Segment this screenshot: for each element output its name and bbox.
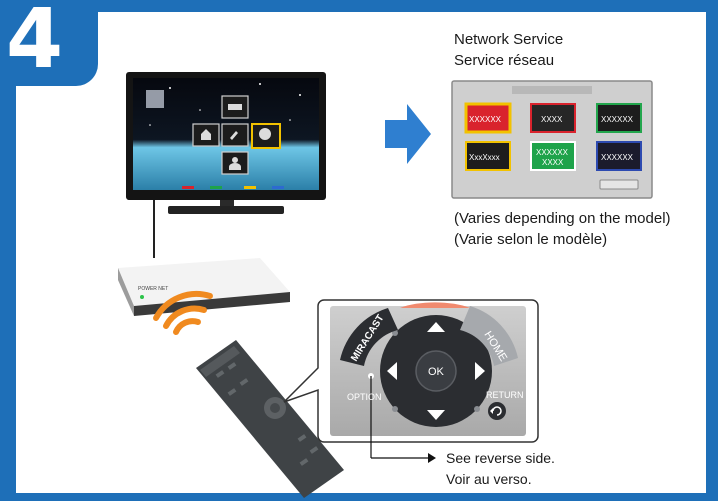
service-tile-5: XXXXXX xyxy=(536,148,569,157)
left-border xyxy=(0,0,16,501)
pointer-arrow-icon xyxy=(428,453,436,463)
service-title-en: Network Service xyxy=(454,31,564,48)
ok-button xyxy=(415,350,457,392)
device-label: POWER NET xyxy=(138,286,168,292)
reverse-note-en: See reverse side. xyxy=(446,450,555,466)
service-tile-4: XxxXxxx xyxy=(469,153,500,162)
service-title-fr: Service réseau xyxy=(454,52,555,69)
home-button xyxy=(460,306,518,366)
network-device xyxy=(118,258,290,316)
reverse-note-fr: Voir au verso. xyxy=(446,471,532,487)
return-icon xyxy=(488,402,506,420)
signal-waves-icon xyxy=(153,290,213,335)
option-label: OPTION xyxy=(347,392,382,402)
right-border xyxy=(706,0,718,501)
zoom-callout xyxy=(283,299,539,463)
tv xyxy=(126,72,326,214)
varies-note-fr: (Varie selon le modèle) xyxy=(454,231,608,248)
bottom-border xyxy=(0,493,718,501)
up-arrow-icon xyxy=(427,322,445,332)
down-arrow-icon xyxy=(427,410,445,420)
step-badge: 4 xyxy=(0,0,98,87)
service-tile-6: XXXXXX xyxy=(601,153,634,162)
service-tile-5-line2: XXXX xyxy=(542,158,564,167)
remote-control xyxy=(196,340,344,498)
return-label: RETURN xyxy=(486,390,524,400)
left-arrow-icon xyxy=(387,362,397,380)
service-tile-3: XXXXXX xyxy=(601,115,634,124)
top-border xyxy=(0,0,718,12)
varies-note-en: (Varies depending on the model) xyxy=(454,210,671,227)
service-panel xyxy=(451,80,653,199)
step-number: 4 xyxy=(6,0,63,87)
service-tile-2: XXXX xyxy=(541,115,563,124)
right-arrow-icon xyxy=(385,104,431,164)
service-tile-1: XXXXXX xyxy=(469,115,502,124)
miracast-button xyxy=(340,308,398,366)
right-dpad-arrow-icon xyxy=(475,362,485,380)
ok-label: OK xyxy=(428,366,445,378)
